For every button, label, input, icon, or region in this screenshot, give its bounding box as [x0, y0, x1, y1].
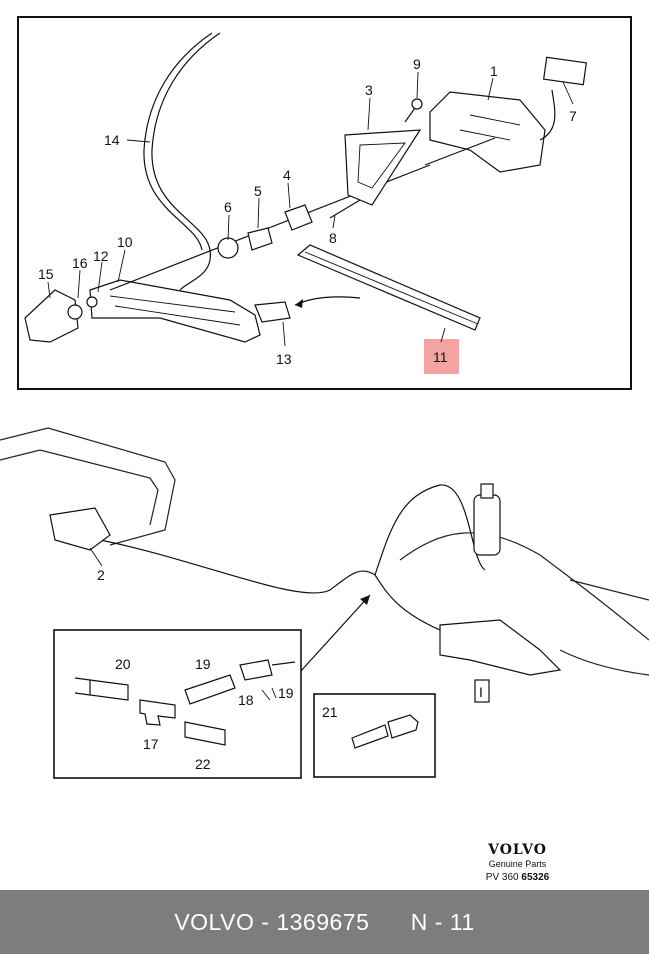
part-5	[247, 227, 273, 251]
motor-small-2	[49, 507, 111, 551]
hose-14	[151, 32, 221, 291]
callout-5: 5	[254, 183, 262, 199]
callout-15: 15	[38, 266, 54, 282]
wiper-parts-diagram: 1 3 4 5 6 7 8 9 10 11 12 13 14 15 16 2 I…	[0, 16, 649, 779]
washer-hose	[99, 539, 441, 631]
highlighted-callout-box	[424, 339, 459, 374]
washer-pump	[473, 494, 501, 556]
callout-12: 12	[93, 248, 109, 264]
footer-position: N - 11	[410, 908, 475, 935]
callout-13: 13	[276, 351, 292, 367]
car-body-outline	[0, 427, 176, 546]
hose-20	[89, 679, 129, 701]
callout-7: 7	[569, 108, 577, 124]
callout-3: 3	[365, 82, 373, 98]
part-6	[217, 237, 239, 259]
footer-separator: -	[254, 908, 277, 935]
top-detail-frame	[17, 16, 632, 390]
pv-code-prefix: PV 360	[485, 872, 519, 883]
callout-2: 2	[97, 567, 105, 583]
connector-7	[542, 56, 588, 86]
bracket-3	[344, 129, 422, 206]
connector-18	[239, 659, 273, 681]
inset-hose-fittings	[53, 629, 302, 779]
callout-17: 17	[143, 736, 159, 752]
genuine-parts-label: Genuine Parts	[488, 859, 547, 869]
volvo-genuine-parts-mark: VOLVO Genuine Parts PV 360 65326	[470, 842, 565, 883]
pv-code-number: 65326	[521, 872, 550, 883]
callout-19a: 19	[195, 656, 211, 672]
pv-code: PV 360 65326	[470, 872, 565, 883]
nozzle-13	[254, 301, 291, 323]
hose-22	[184, 721, 226, 746]
callout-21: 21	[322, 704, 338, 720]
callout-20: 20	[115, 656, 131, 672]
footer-gap	[369, 909, 410, 936]
rear-wiper-small	[439, 619, 562, 676]
footer-part-number: 1369675	[276, 908, 370, 935]
callout-4: 4	[283, 167, 291, 183]
hose-19a	[184, 674, 236, 705]
callout-16: 16	[72, 255, 88, 271]
callout-6: 6	[224, 199, 232, 215]
footer-brand: VOLVO	[174, 908, 255, 935]
footer-bar: VOLVO - 1369675 N - 11	[0, 890, 649, 954]
callout-8: 8	[329, 230, 337, 246]
callout-9: 9	[413, 56, 421, 72]
connector-21	[351, 724, 389, 749]
wiper-blade-11	[296, 244, 481, 331]
wiper-motor-1	[429, 91, 546, 173]
callout-19b: 19	[278, 685, 294, 701]
callout-10: 10	[117, 234, 133, 250]
callout-22: 22	[195, 756, 211, 772]
arm-head-15	[24, 289, 79, 343]
callout-18: 18	[238, 692, 254, 708]
t-connector-17	[139, 699, 176, 726]
part-4	[284, 204, 313, 231]
volvo-logo: VOLVO	[488, 842, 547, 858]
callout-1: 1	[490, 63, 498, 79]
callout-14: 14	[104, 132, 120, 148]
wiper-arm-10	[89, 279, 261, 343]
callout-I: I	[479, 684, 483, 700]
callout-11: 11	[433, 349, 448, 365]
